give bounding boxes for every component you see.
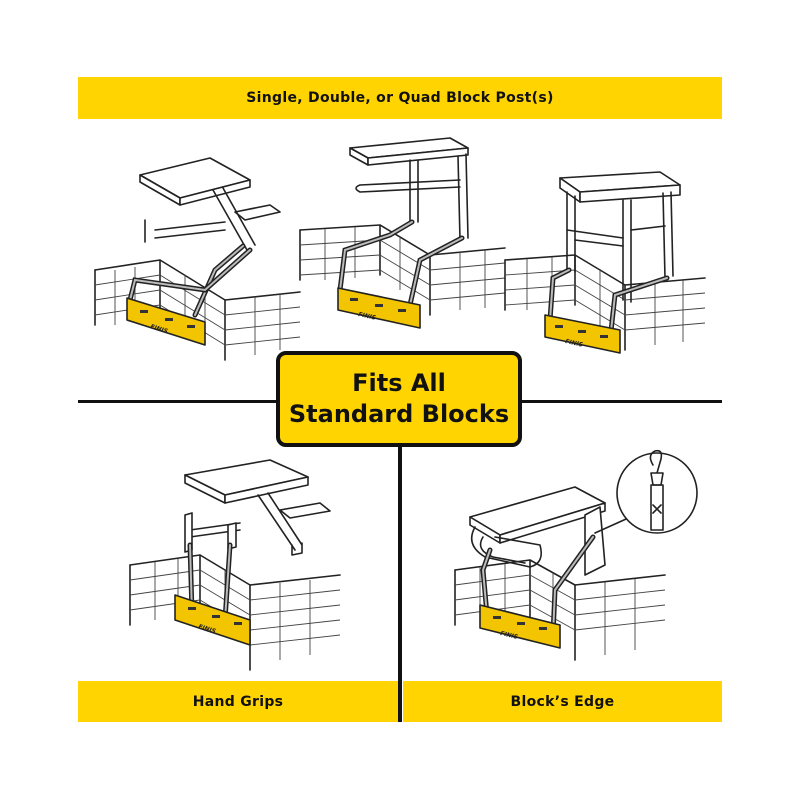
- svg-text:FINIS: FINIS: [197, 623, 216, 635]
- hand-grips-caption: Hand Grips: [192, 693, 284, 710]
- svg-text:FINIS: FINIS: [500, 630, 519, 641]
- center-sign: Fits All Standard Blocks: [276, 351, 522, 447]
- center-sign-line1: Fits All: [352, 369, 446, 397]
- svg-text:FINIS: FINIS: [358, 311, 377, 322]
- quad-post-block-illustration: FINIS: [504, 171, 706, 354]
- single-post-block-illustration: FINIS: [94, 157, 301, 361]
- svg-text:FINIS: FINIS: [565, 338, 584, 349]
- top-banner: Single, Double, or Quad Block Post(s): [78, 77, 722, 119]
- hook-detail-callout: [616, 452, 698, 534]
- block-edge-caption: Block’s Edge: [510, 693, 615, 710]
- center-sign-line2: Standard Blocks: [288, 400, 510, 428]
- block-edge-caption-banner: Block’s Edge: [403, 681, 722, 722]
- hand-grips-caption-banner: Hand Grips: [78, 681, 398, 722]
- block-edge-illustration: FINIS: [454, 449, 698, 661]
- double-post-block-illustration: FINIS: [299, 137, 506, 329]
- hand-grips-illustration: FINIS: [129, 459, 341, 671]
- pad-logo: FINIS: [149, 323, 168, 335]
- top-banner-title: Single, Double, or Quad Block Post(s): [246, 90, 554, 106]
- vertical-divider: [398, 445, 402, 722]
